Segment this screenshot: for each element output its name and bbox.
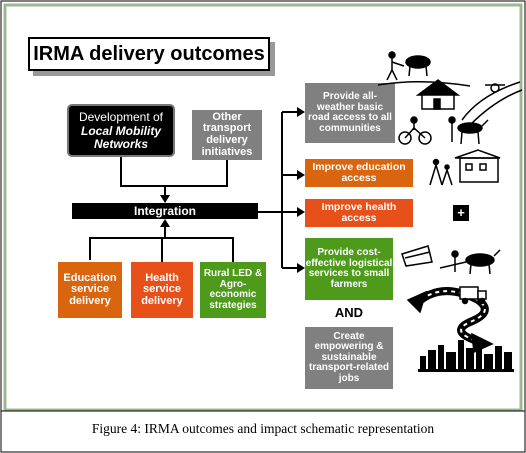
arrowhead-out-1 [297, 107, 305, 117]
rural-led-box: Rural LED & Agro-economic strategies [200, 262, 266, 318]
arrowhead-out-3 [297, 207, 305, 217]
road-access-box: Provide all-weather basic road access to… [305, 83, 395, 143]
education-access-box: Improve education access [305, 159, 413, 187]
arrowhead-out-2 [297, 170, 305, 180]
school-illustration [429, 149, 501, 186]
diagram-title: IRMA delivery outcomes [28, 37, 270, 71]
plus-badge: + [453, 205, 469, 221]
local-mobility-box: Development of Local Mobility Networks [67, 104, 175, 157]
city-skyline-illustration [418, 340, 514, 372]
connector-top [120, 157, 228, 187]
figure-caption: Figure 4: IRMA outcomes and impact schem… [91, 421, 435, 436]
local-mobility-line2: Local Mobility Networks [80, 124, 161, 151]
logistics-box: Provide cost-effective logistical servic… [305, 238, 393, 300]
village-road-illustration [415, 79, 523, 126]
ploughing-illustration [377, 51, 471, 87]
health-access-box: Improve health access [305, 199, 413, 227]
arrowhead-top [160, 195, 170, 203]
integration-bar: Integration [72, 203, 258, 219]
health-service-box: Health service delivery [131, 262, 193, 318]
and-label: AND [334, 305, 364, 321]
other-transport-box: Other transport delivery initiatives [192, 110, 262, 160]
arrowhead-out-4 [297, 263, 305, 273]
jobs-box: Create empowering & sustainable transpor… [305, 327, 393, 389]
logistics-farm-illustration [401, 245, 501, 275]
road-arrow-illustration [406, 286, 494, 354]
outer-border [3, 3, 523, 412]
cyclist-illustration [398, 116, 489, 145]
education-service-box: Education service delivery [58, 262, 122, 318]
local-mobility-line1: Development of [78, 109, 164, 124]
arrowhead-bottom [160, 219, 170, 227]
